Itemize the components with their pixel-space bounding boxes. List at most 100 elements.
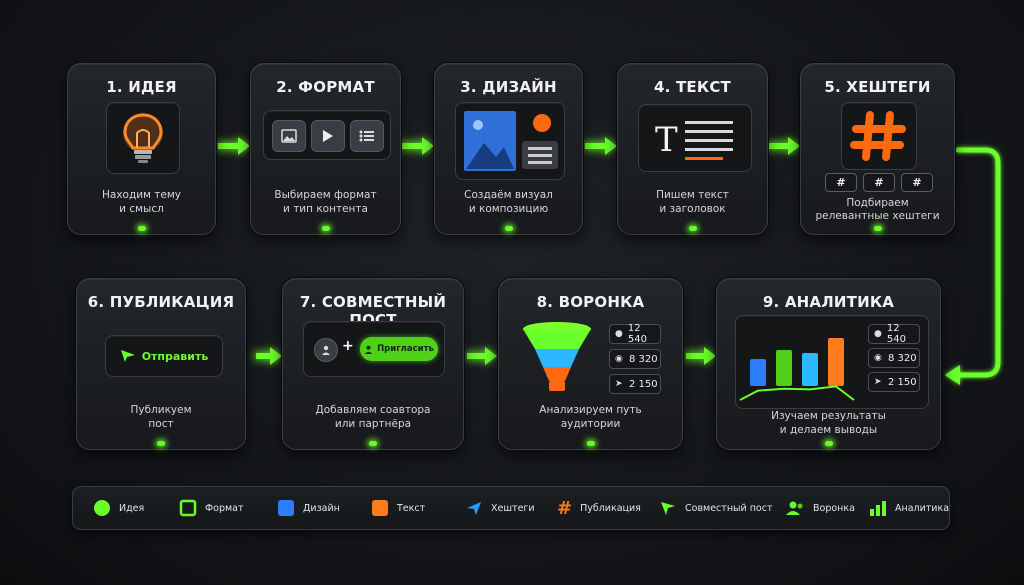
status-led bbox=[321, 226, 330, 231]
design-canvas-icon bbox=[464, 111, 558, 171]
step-card-text: 4. ТЕКСТ T Пишем текст и заголовок bbox=[617, 63, 768, 235]
step-desc-line1: Создаём визуал bbox=[464, 189, 553, 201]
cursor-icon: ➤ bbox=[874, 377, 882, 387]
list-icon bbox=[359, 130, 374, 142]
stat-visitors: ●12 540 bbox=[609, 323, 661, 345]
legend-item-format: Формат bbox=[179, 487, 244, 529]
step-card-collab: 7. СОВМЕСТНЫЙ ПОСТ + Пригласить Добавляе… bbox=[282, 278, 464, 450]
step-card-idea: 1. ИДЕЯ Находим тему и смысл bbox=[67, 63, 216, 235]
step-title: 4. ТЕКСТ bbox=[654, 78, 731, 96]
legend-label: Аналитика bbox=[895, 502, 950, 514]
stat-clicks: ➤ 2 150 bbox=[868, 372, 920, 392]
hash-icon bbox=[850, 111, 906, 161]
legend-label: Идея bbox=[119, 502, 145, 514]
green-users-icon bbox=[785, 500, 805, 516]
text-icon: T bbox=[655, 120, 733, 160]
step-desc-line2: и тип контента bbox=[283, 203, 368, 215]
step-card-publish: 6. ПУБЛИКАЦИЯ Отправить Публикуем пост bbox=[76, 278, 246, 450]
step-desc-line2: и делаем выводы bbox=[779, 424, 878, 436]
step-desc-line1: Публикуем bbox=[130, 404, 192, 416]
status-led bbox=[586, 441, 595, 446]
step-desc-line1: Пишем текст bbox=[656, 189, 729, 201]
legend: Идея Формат Дизайн Текст Хештеги # Публи… bbox=[72, 486, 950, 530]
orange-hash-icon: # bbox=[557, 497, 573, 519]
design-panel bbox=[455, 102, 565, 180]
step-desc-line2: и заголовок bbox=[659, 203, 726, 215]
step-title: 1. ИДЕЯ bbox=[106, 78, 177, 96]
stat-value: 2 150 bbox=[888, 376, 917, 388]
step-title: 5. ХЕШТЕГИ bbox=[824, 78, 931, 96]
green-circle-icon bbox=[93, 499, 111, 517]
stat-clicks: ➤2 150 bbox=[609, 374, 661, 394]
invite-button[interactable]: Пригласить bbox=[360, 337, 438, 361]
step-title: 2. ФОРМАТ bbox=[276, 78, 375, 96]
invite-button-label: Пригласить bbox=[377, 344, 434, 354]
analytics-bar bbox=[828, 338, 844, 386]
legend-label: Дизайн bbox=[303, 502, 340, 514]
legend-item-idea: Идея bbox=[93, 487, 144, 529]
svg-text:T: T bbox=[655, 120, 678, 160]
list-format-button[interactable] bbox=[350, 120, 384, 152]
format-panel bbox=[263, 110, 391, 160]
blue-square-icon bbox=[277, 499, 295, 517]
stat-views: ◉8 320 bbox=[868, 348, 920, 368]
legend-label: Воронка bbox=[813, 502, 855, 514]
status-led bbox=[369, 441, 377, 446]
step-desc-line1: Подбираем bbox=[846, 197, 909, 209]
step-desc-line1: Анализируем путь bbox=[539, 404, 642, 416]
trend-line bbox=[739, 385, 855, 401]
status-led bbox=[688, 226, 697, 231]
status-led bbox=[137, 226, 146, 231]
step-card-funnel: 8. ВОРОНКА ●12 540 ◉8 320 ➤2 150 Анализи… bbox=[498, 278, 683, 450]
status-led bbox=[873, 226, 882, 231]
step-title: 8. ВОРОНКА bbox=[536, 293, 645, 311]
analytics-bars bbox=[739, 338, 855, 401]
legend-label: Совместный пост bbox=[685, 502, 773, 514]
funnel-icon bbox=[523, 322, 591, 391]
hashtag-chip[interactable]: # bbox=[863, 173, 895, 192]
step-desc-line1: Изучаем результаты bbox=[771, 410, 886, 422]
legend-item-funnel: Воронка bbox=[785, 487, 855, 529]
legend-item-hashtags: Хештеги bbox=[465, 487, 535, 529]
green-bars-icon bbox=[869, 500, 887, 516]
step-desc-line1: Выбираем формат bbox=[274, 189, 377, 201]
image-icon bbox=[281, 129, 297, 143]
step-desc-line2: аудитории bbox=[560, 418, 621, 430]
collab-panel: + Пригласить bbox=[303, 321, 445, 377]
hashtag-chip[interactable]: # bbox=[901, 173, 933, 192]
eye-icon: ◉ bbox=[874, 353, 882, 363]
send-button[interactable]: Отправить bbox=[105, 335, 223, 377]
step-card-analytics: 9. АНАЛИТИКА ●12 540 ◉8 320 ➤2 150 Изуча… bbox=[716, 278, 941, 450]
analytics-bar bbox=[802, 353, 818, 386]
step-desc-line2: и смысл bbox=[119, 203, 164, 215]
stat-value: 12 540 bbox=[627, 323, 647, 345]
play-icon bbox=[323, 130, 333, 142]
video-format-button[interactable] bbox=[311, 120, 345, 152]
step-desc-line1: Добавляем соавтора bbox=[315, 404, 431, 416]
stat-value: 8 320 bbox=[629, 353, 658, 365]
plus-sign: + bbox=[342, 338, 354, 354]
step-desc-line1: Находим тему bbox=[101, 189, 182, 201]
legend-label: Хештеги bbox=[491, 502, 535, 514]
status-led bbox=[157, 441, 165, 446]
bulb-panel bbox=[106, 102, 180, 174]
user-icon bbox=[364, 345, 373, 354]
step-title: 3. ДИЗАЙН bbox=[460, 78, 557, 96]
stat-views: ◉8 320 bbox=[609, 349, 661, 369]
status-led bbox=[504, 226, 513, 231]
blue-send-icon bbox=[465, 500, 483, 516]
user-icon bbox=[322, 345, 330, 355]
step-card-hashtags: 5. ХЕШТЕГИ # # # Подбираем релевантные х… bbox=[800, 63, 955, 235]
legend-item-design: Дизайн bbox=[277, 487, 340, 529]
hashtag-chip[interactable]: # bbox=[825, 173, 857, 192]
step-title: 9. АНАЛИТИКА bbox=[762, 293, 895, 311]
step-title: 6. ПУБЛИКАЦИЯ bbox=[87, 293, 235, 311]
hashtag-panel bbox=[841, 102, 917, 170]
image-format-button[interactable] bbox=[272, 120, 306, 152]
status-led bbox=[824, 441, 833, 446]
legend-label: Формат bbox=[205, 502, 244, 514]
stat-value: 12 540 bbox=[886, 323, 906, 345]
legend-item-publish: # Публикация bbox=[557, 487, 641, 529]
text-panel: T bbox=[638, 104, 752, 172]
send-button-label: Отправить bbox=[141, 349, 209, 363]
